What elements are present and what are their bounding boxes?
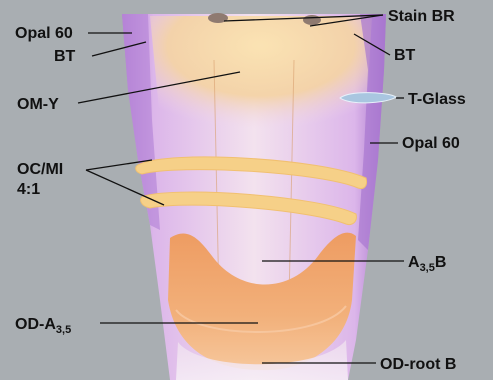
stain-dot-right <box>303 15 321 25</box>
label-bt-left: BT <box>54 48 76 65</box>
label-oc-mi-line2: 4:1 <box>17 181 40 198</box>
label-od-a35: OD-A3,5 <box>15 316 71 336</box>
label-opal60-left: Opal 60 <box>15 25 73 42</box>
label-t-glass: T-Glass <box>408 91 466 108</box>
om-y-layer <box>150 16 372 135</box>
label-bt-right: BT <box>394 47 416 64</box>
label-od-root-b: OD-root B <box>380 356 456 373</box>
label-opal60-right: Opal 60 <box>402 135 460 152</box>
label-stain-br: Stain BR <box>388 8 455 25</box>
t-glass-blob <box>340 93 396 103</box>
label-oc-mi-line1: OC/MI <box>17 161 63 178</box>
label-a35b: A3,5B <box>408 254 446 274</box>
label-om-y: OM-Y <box>17 96 59 113</box>
